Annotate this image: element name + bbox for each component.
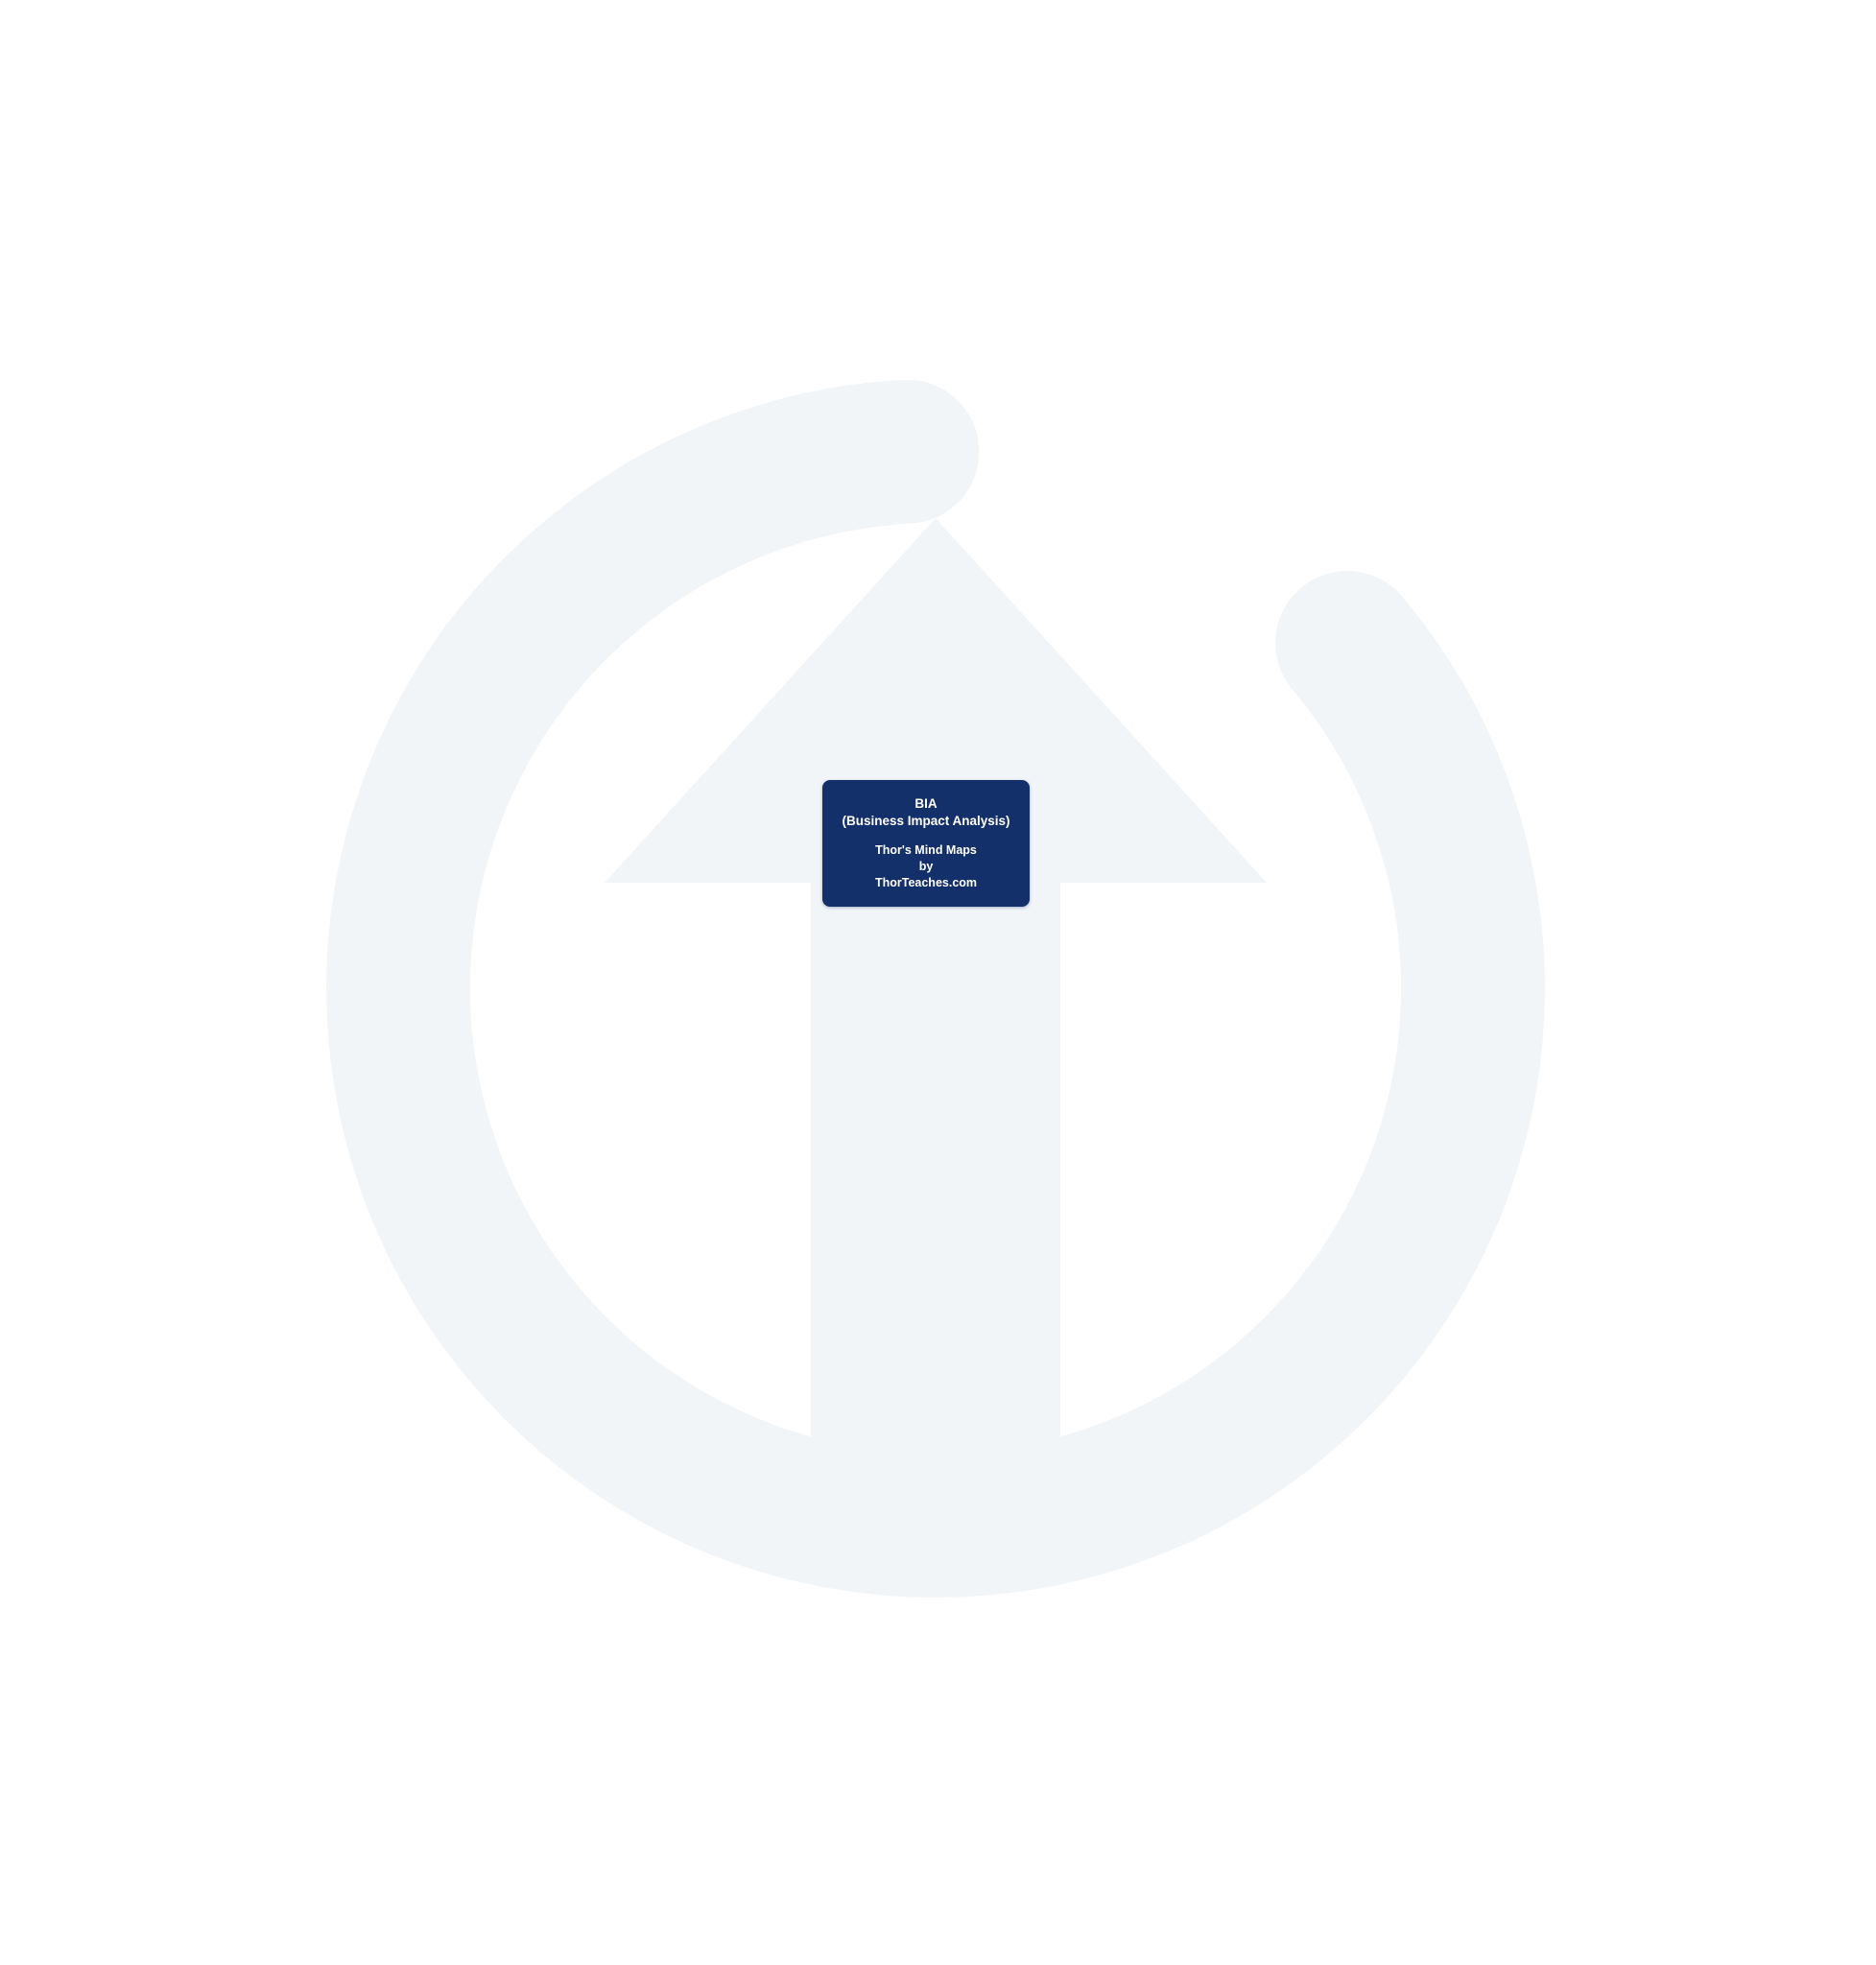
central-topic[interactable]: BIA (Business Impact Analysis) Thor's Mi… — [822, 780, 1030, 907]
central-subtitle-line3: ThorTeaches.com — [874, 875, 978, 889]
central-title-line2: (Business Impact Analysis) — [842, 813, 1010, 828]
central-title-line1: BIA — [914, 796, 938, 811]
central-subtitle-line1: Thor's Mind Maps — [875, 843, 977, 858]
central-spacer — [832, 829, 1020, 842]
central-subtitle-line2: by — [918, 859, 934, 873]
